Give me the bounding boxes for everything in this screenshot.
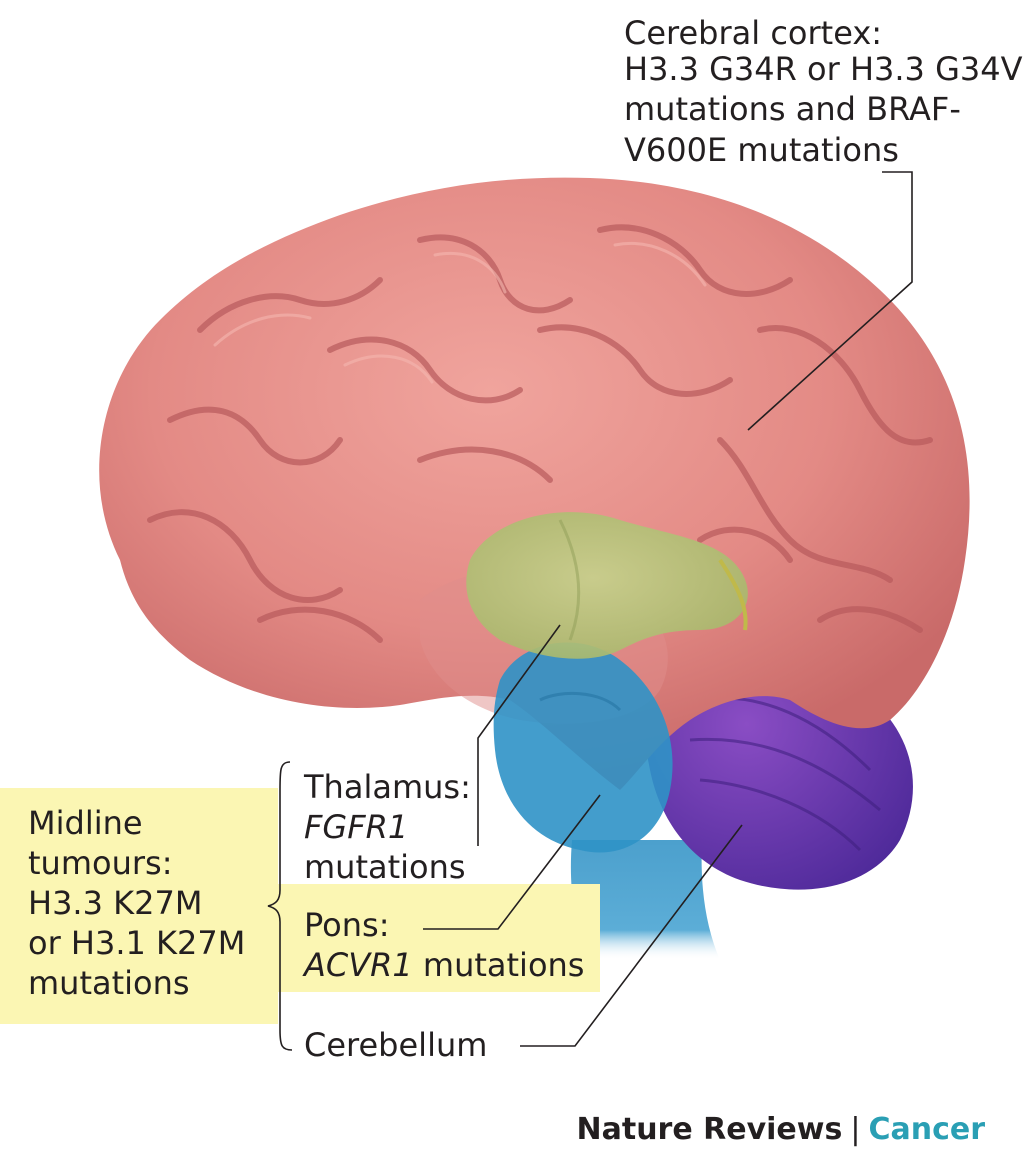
midline-label-line4: or H3.1 K27M [28,926,245,961]
thalamus-label-title: Thalamus: [304,770,471,805]
pons-label-line2: ACVR1 mutations [304,948,584,983]
pons-label-suffix: mutations [413,946,585,984]
thalamus-label-gene: FGFR1 [304,810,408,845]
cortex-label-line4: V600E mutations [624,133,899,168]
journal-name: Nature Reviews [577,1112,843,1147]
thalamus-label-suffix: mutations [304,850,466,885]
midline-label-line2: tumours: [28,846,172,881]
journal-section: Cancer [868,1112,985,1147]
midline-label-line1: Midline [28,806,143,841]
pons-label-gene: ACVR1 [304,946,413,984]
cerebellum-label: Cerebellum [304,1028,487,1063]
cortex-label-line1: Cerebral cortex: [624,16,882,51]
journal-footer: Nature Reviews|Cancer [577,1112,986,1147]
pons-label-title: Pons: [304,908,389,943]
midline-label-line3: H3.3 K27M [28,886,202,921]
footer-separator: | [842,1112,868,1147]
cortex-label-line2: H3.3 G34R or H3.3 G34V [624,52,1022,87]
cortex-label-line3: mutations and BRAF- [624,92,961,127]
midline-label-line5: mutations [28,966,190,1001]
